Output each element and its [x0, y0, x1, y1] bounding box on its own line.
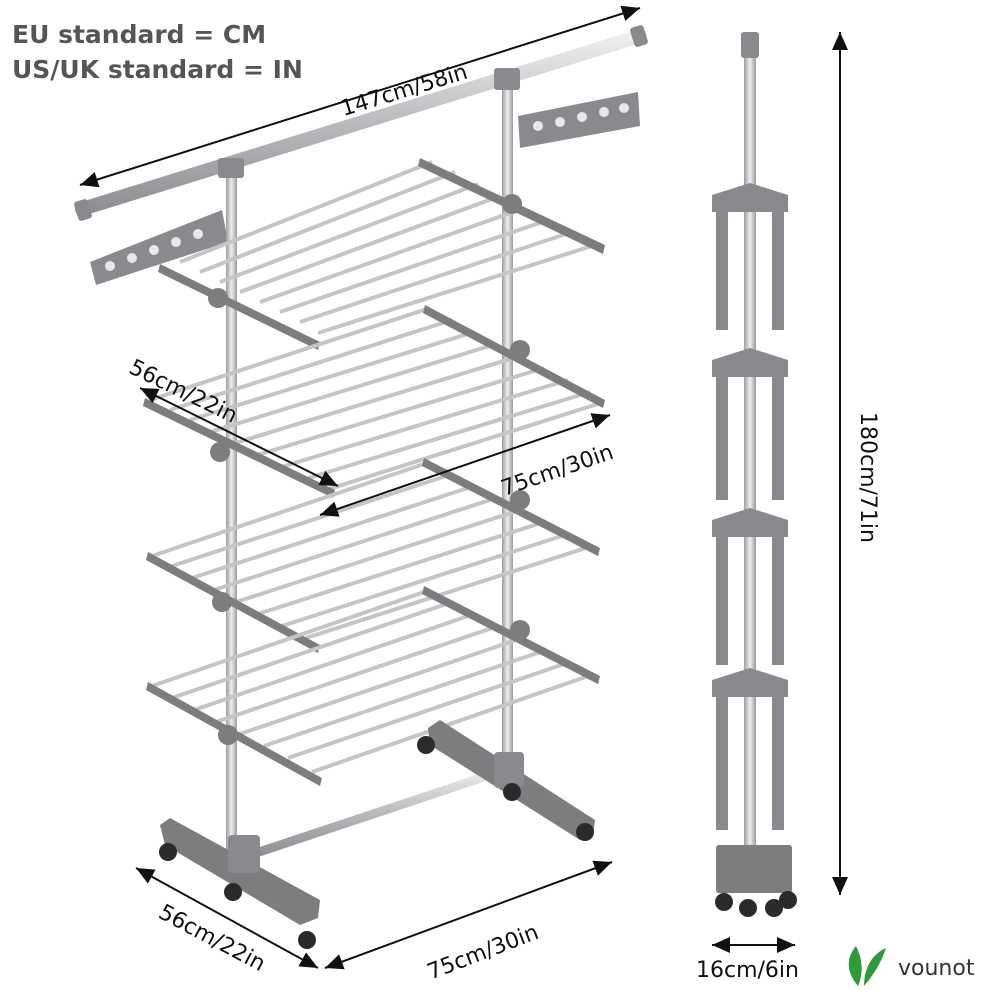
shelf-width-arrow — [319, 413, 611, 517]
base-width-arrow — [324, 860, 613, 970]
rack-base — [159, 720, 595, 949]
folded-depth-label: 16cm/6in — [696, 958, 799, 983]
base-depth-arrow — [135, 867, 319, 969]
folded-rack — [712, 32, 797, 917]
main-rack — [74, 25, 648, 949]
left-pole — [226, 160, 237, 850]
shelf-depth-arrow — [139, 387, 339, 487]
folded-pole — [744, 38, 756, 858]
shelf-1 — [158, 158, 605, 350]
height-label: 180cm/71in — [855, 412, 880, 543]
top-width-arrow — [79, 5, 641, 188]
leaf-icon — [848, 946, 886, 986]
left-wing-hanger — [90, 210, 228, 285]
brand-name: vounot — [898, 956, 975, 981]
dimension-lines — [79, 5, 848, 970]
shelf-4 — [146, 586, 600, 786]
